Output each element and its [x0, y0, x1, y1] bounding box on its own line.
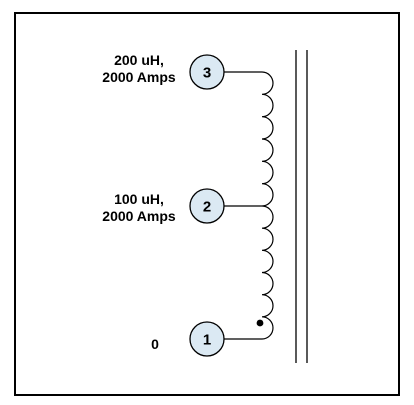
node-number-2: 2: [203, 199, 211, 216]
tap-node-2: 2: [189, 188, 225, 224]
tap-3-inductance: 200 uH,: [114, 52, 164, 68]
node-number-1: 1: [203, 332, 211, 349]
tap-1-label: 0: [145, 336, 165, 353]
tap-1-inductance: 0: [151, 336, 159, 352]
tap-node-3: 3: [189, 54, 225, 90]
node-circle-2: [189, 188, 225, 224]
node-circle-1: [189, 321, 225, 357]
tap-3-label: 200 uH, 2000 Amps: [86, 52, 192, 86]
inductor-coil: [224, 71, 274, 340]
node-number-3: 3: [203, 65, 211, 82]
polarity-dot: [256, 319, 264, 327]
diagram-frame: [14, 12, 400, 396]
node-circle-3: [189, 54, 225, 90]
tap-2-label: 100 uH, 2000 Amps: [86, 191, 192, 225]
tap-2-inductance: 100 uH,: [114, 191, 164, 207]
tap-2-current: 2000 Amps: [102, 208, 176, 224]
tap-node-1: 1: [189, 321, 225, 357]
tap-3-current: 2000 Amps: [102, 69, 176, 85]
